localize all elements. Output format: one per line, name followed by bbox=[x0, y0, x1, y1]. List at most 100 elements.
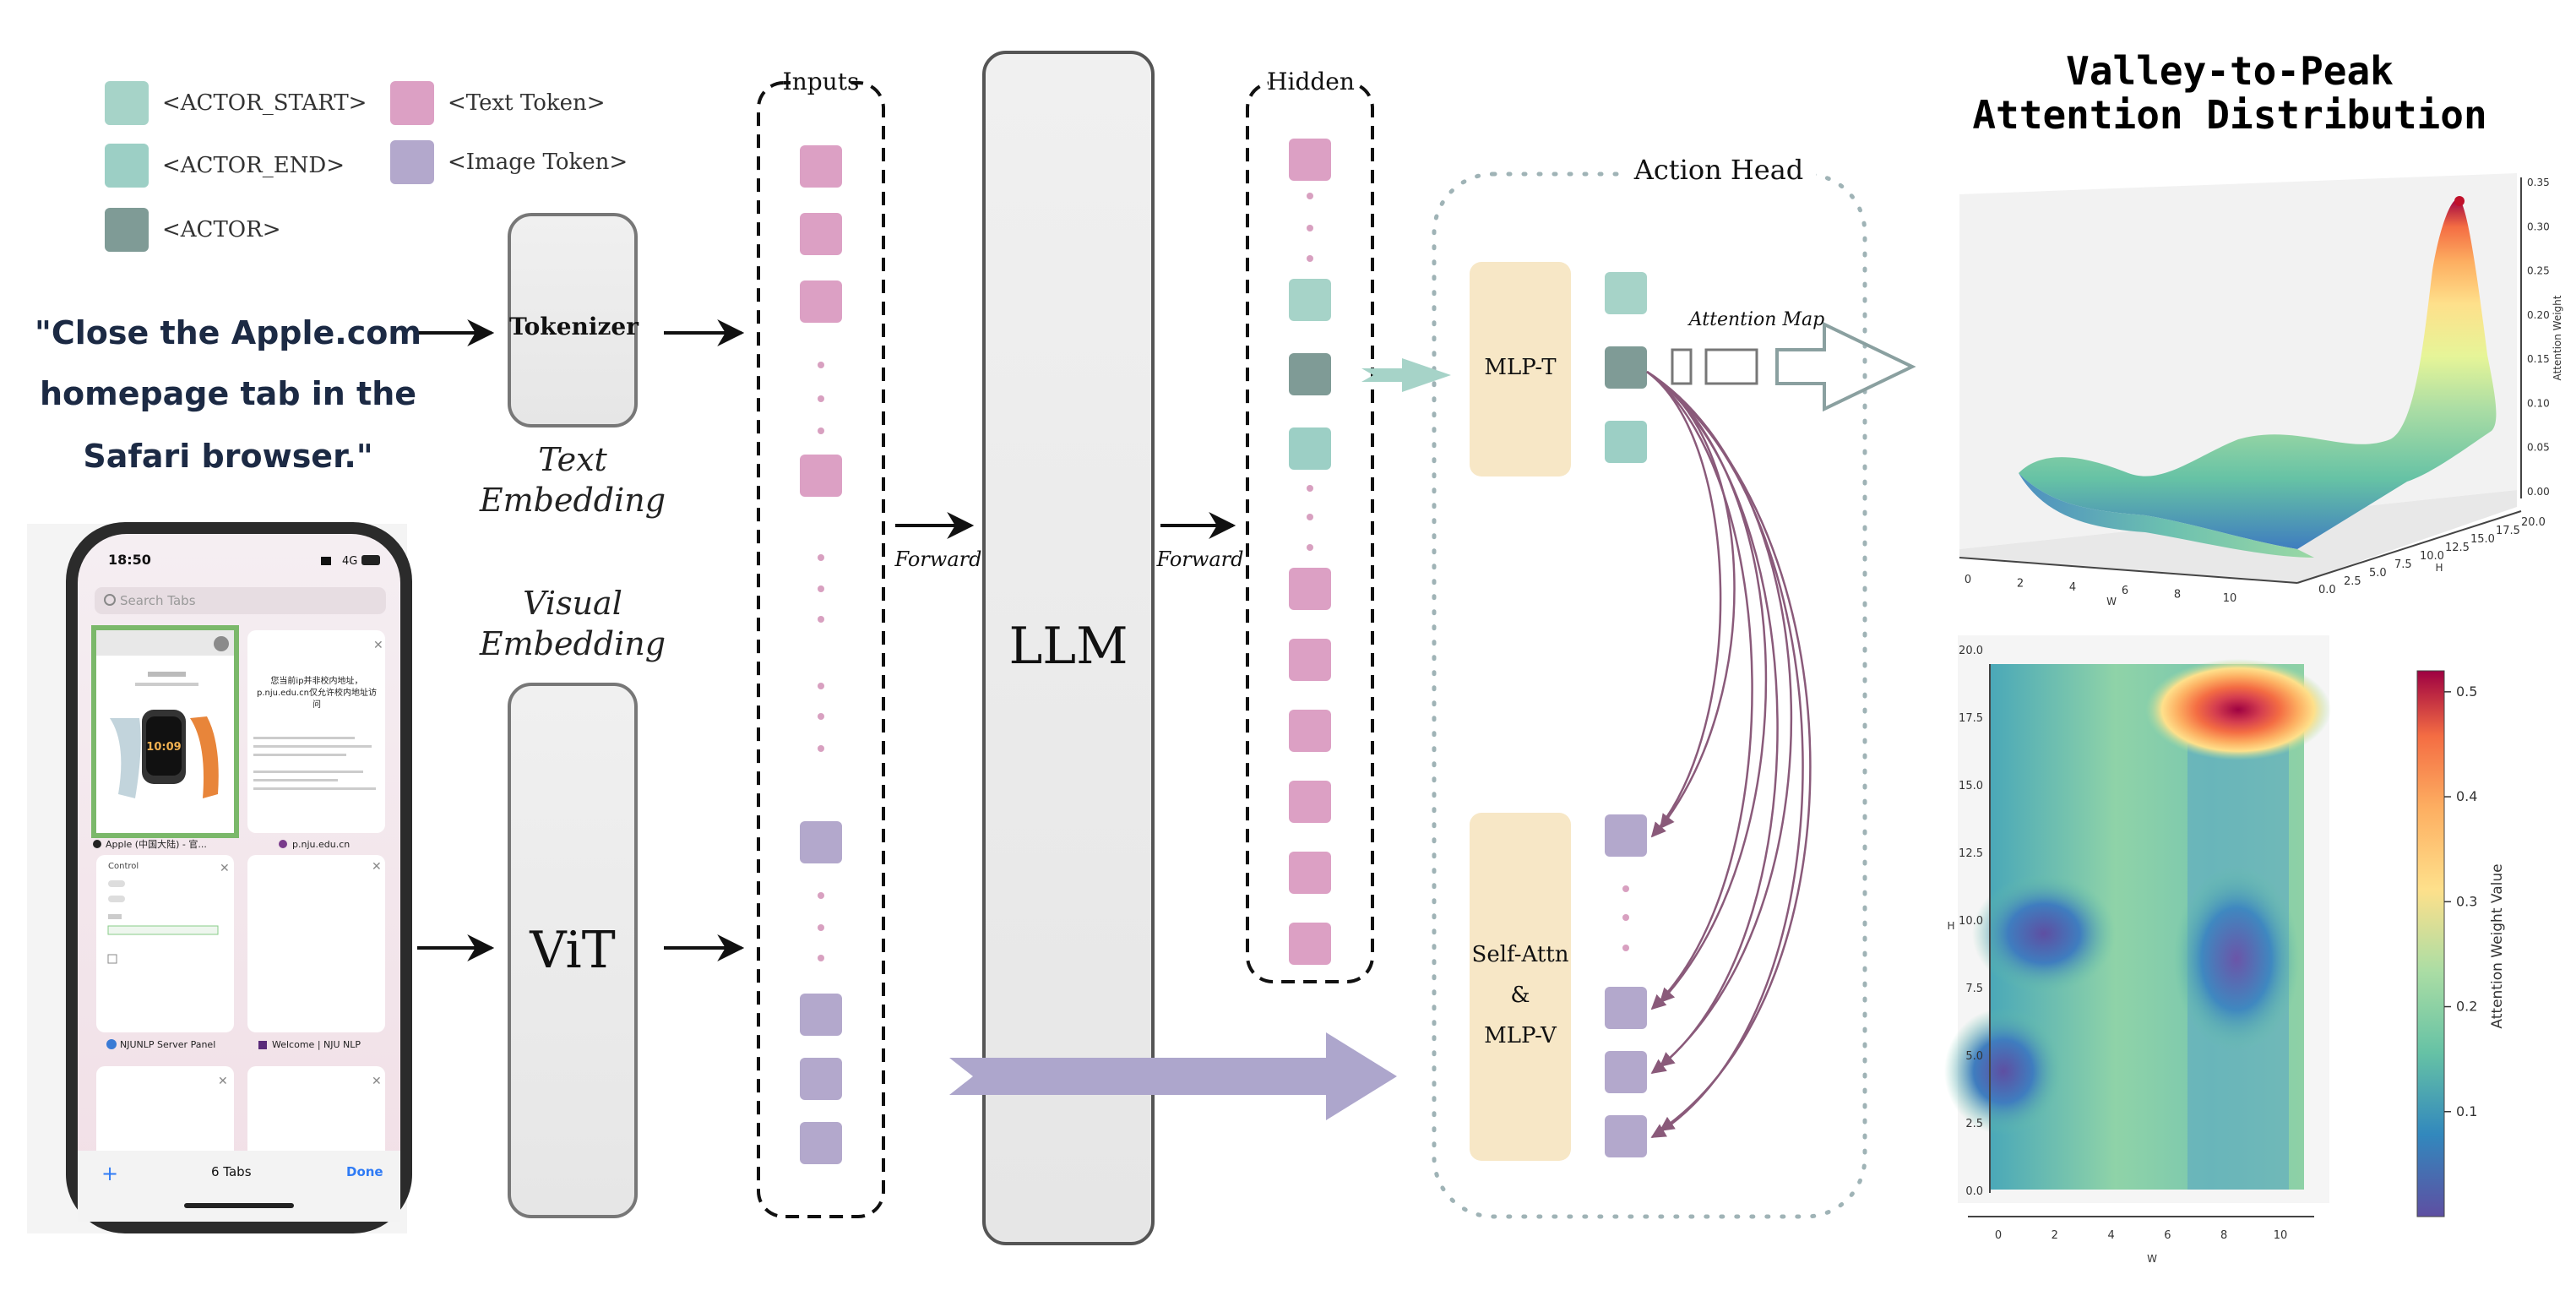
heatmap-y-tick: 5.0 bbox=[1965, 1050, 1983, 1063]
actor-token bbox=[1289, 353, 1331, 395]
attention-curves bbox=[1646, 370, 1812, 1139]
vit-label: ViT bbox=[530, 921, 616, 980]
text-embedding-line-2: Embedding bbox=[479, 482, 666, 519]
action-head-label: Action Head bbox=[1633, 154, 1804, 186]
server-panel-checkbox[interactable] bbox=[107, 954, 117, 964]
ellipsis-dot bbox=[818, 585, 824, 592]
text-token bbox=[1289, 139, 1331, 181]
chart-title: Valley-to-Peak Attention Distribution bbox=[1926, 49, 2534, 137]
heatmap-x-axis-label: W bbox=[2147, 1253, 2157, 1265]
image-feature-arrow bbox=[949, 1032, 1397, 1120]
close-icon[interactable]: ✕ bbox=[373, 639, 383, 652]
surface-h-tick: 7.5 bbox=[2394, 558, 2412, 571]
tab-card-welcome-nju-nlp[interactable] bbox=[247, 855, 385, 1032]
self-attn-line-3: MLP-V bbox=[1484, 1023, 1557, 1048]
surface-peak bbox=[2019, 199, 2497, 549]
search-tabs-input[interactable] bbox=[95, 587, 386, 614]
surface-z-axis-label: Attention Weight bbox=[2552, 295, 2563, 380]
legend-item-actor-end: <ACTOR_END> bbox=[105, 144, 345, 188]
surface-z-tick: 0.10 bbox=[2527, 397, 2550, 409]
status-time: 18:50 bbox=[108, 552, 151, 568]
tokenizer-box bbox=[508, 213, 638, 427]
surface-w-tick: 10 bbox=[2223, 592, 2237, 605]
image-token bbox=[1605, 814, 1647, 857]
forward-label-2: Forward bbox=[1156, 547, 1244, 571]
instruction-line-3: Safari browser." bbox=[83, 438, 373, 475]
close-icon[interactable] bbox=[214, 636, 229, 651]
self-attn-label: Self-Attn & MLP-V bbox=[1470, 934, 1571, 1056]
heatmap-low-region bbox=[1972, 874, 2116, 993]
tab-title-apple: Apple (中国大陆) - 官... bbox=[106, 838, 207, 850]
heatmap-y-tick: 0.0 bbox=[1965, 1185, 1983, 1198]
toggle-switch[interactable] bbox=[108, 896, 125, 902]
text-token bbox=[800, 145, 842, 188]
nju-body-text-line bbox=[253, 779, 338, 781]
chart-title-line-1: Valley-to-Peak bbox=[2066, 48, 2394, 94]
hidden-tokens bbox=[1289, 139, 1331, 965]
self-attn-line-2: & bbox=[1510, 983, 1530, 1008]
ellipsis-dot bbox=[1307, 255, 1313, 262]
server-panel-heading: Control bbox=[108, 862, 139, 871]
new-tab-button[interactable]: + bbox=[101, 1162, 118, 1185]
text-token bbox=[800, 455, 842, 497]
surface-h-tick: 15.0 bbox=[2470, 533, 2495, 546]
surface-w-tick: 2 bbox=[2017, 577, 2024, 590]
surface-h-tick: 2.5 bbox=[2344, 575, 2361, 588]
nju-body-text-line bbox=[253, 771, 363, 773]
attention-curve bbox=[1646, 370, 1779, 1075]
toggle-switch[interactable] bbox=[108, 880, 125, 887]
legend-label: <ACTOR_END> bbox=[162, 153, 345, 178]
nju-body-text-line bbox=[253, 745, 372, 748]
tab-count-menu[interactable]: 6 Tabs bbox=[211, 1164, 252, 1179]
server-panel-row bbox=[108, 914, 122, 919]
actor-end-token bbox=[1605, 421, 1647, 463]
ellipsis-dot bbox=[818, 616, 824, 623]
ellipsis-dot bbox=[818, 395, 824, 402]
colorbar-tick: 0.2 bbox=[2456, 999, 2477, 1015]
close-icon[interactable]: ✕ bbox=[372, 860, 382, 874]
text-token bbox=[1289, 568, 1331, 610]
flow-arrows bbox=[417, 319, 1236, 961]
tab-card-nju[interactable] bbox=[247, 630, 385, 833]
close-icon[interactable]: ✕ bbox=[218, 1075, 228, 1088]
nju-body-heading: 您当前ip并非校内地址，p.nju.edu.cn仅允许校内地址访问 bbox=[256, 677, 377, 710]
ellipsis-dot bbox=[1622, 945, 1629, 951]
tab-card-6[interactable] bbox=[247, 1066, 385, 1159]
ellipsis-dot bbox=[1622, 914, 1629, 921]
image-token bbox=[1605, 987, 1647, 1029]
close-icon[interactable]: ✕ bbox=[220, 862, 230, 875]
actor-token bbox=[1605, 346, 1647, 389]
actor-end-token bbox=[1289, 427, 1331, 470]
heatmap-y-tick: 20.0 bbox=[1959, 645, 1983, 657]
text-token bbox=[1289, 639, 1331, 681]
done-button[interactable]: Done bbox=[346, 1164, 383, 1179]
action-head-container bbox=[1432, 172, 1867, 1219]
actor-to-mlp-arrow bbox=[1361, 358, 1451, 392]
vit-box bbox=[508, 683, 638, 1218]
server-panel-buttons[interactable] bbox=[107, 925, 219, 935]
surface-z-tick: 0.00 bbox=[2527, 486, 2550, 498]
tab-card-5[interactable] bbox=[96, 1066, 234, 1159]
surface-w-tick: 0 bbox=[1965, 574, 1971, 586]
close-icon[interactable]: ✕ bbox=[372, 1075, 382, 1088]
legend-item-image-token: <Image Token> bbox=[390, 140, 628, 184]
h-axis-line bbox=[2296, 510, 2522, 584]
ellipsis-dot bbox=[818, 745, 824, 752]
tab-title-nju: p.nju.edu.cn bbox=[292, 839, 350, 850]
tokenizer-label: Tokenizer bbox=[509, 313, 639, 340]
heatmap-x-tick: 6 bbox=[2164, 1229, 2171, 1242]
heatmap-x-tick: 0 bbox=[1995, 1229, 2002, 1242]
attention-curve bbox=[1646, 370, 1804, 1139]
hidden-label-bg bbox=[1269, 71, 1353, 93]
tab-card-njunlp-server[interactable] bbox=[96, 855, 234, 1032]
ellipsis-dot bbox=[1307, 544, 1313, 551]
heatmap-y-tick: 15.0 bbox=[1959, 780, 1983, 792]
surface-h-tick: 10.0 bbox=[2420, 550, 2444, 563]
surface-w-tick: 6 bbox=[2122, 585, 2128, 597]
ellipsis-dot bbox=[1307, 193, 1313, 199]
attention-map-bar-small bbox=[1671, 348, 1693, 385]
tab-title-njunlp-server: NJUNLP Server Panel bbox=[120, 1039, 215, 1050]
nju-body-heading-wrapper: 您当前ip并非校内地址，p.nju.edu.cn仅允许校内地址访问 bbox=[256, 677, 377, 710]
text-token bbox=[1289, 852, 1331, 894]
heatmap-y-tick: 7.5 bbox=[1965, 983, 1983, 995]
